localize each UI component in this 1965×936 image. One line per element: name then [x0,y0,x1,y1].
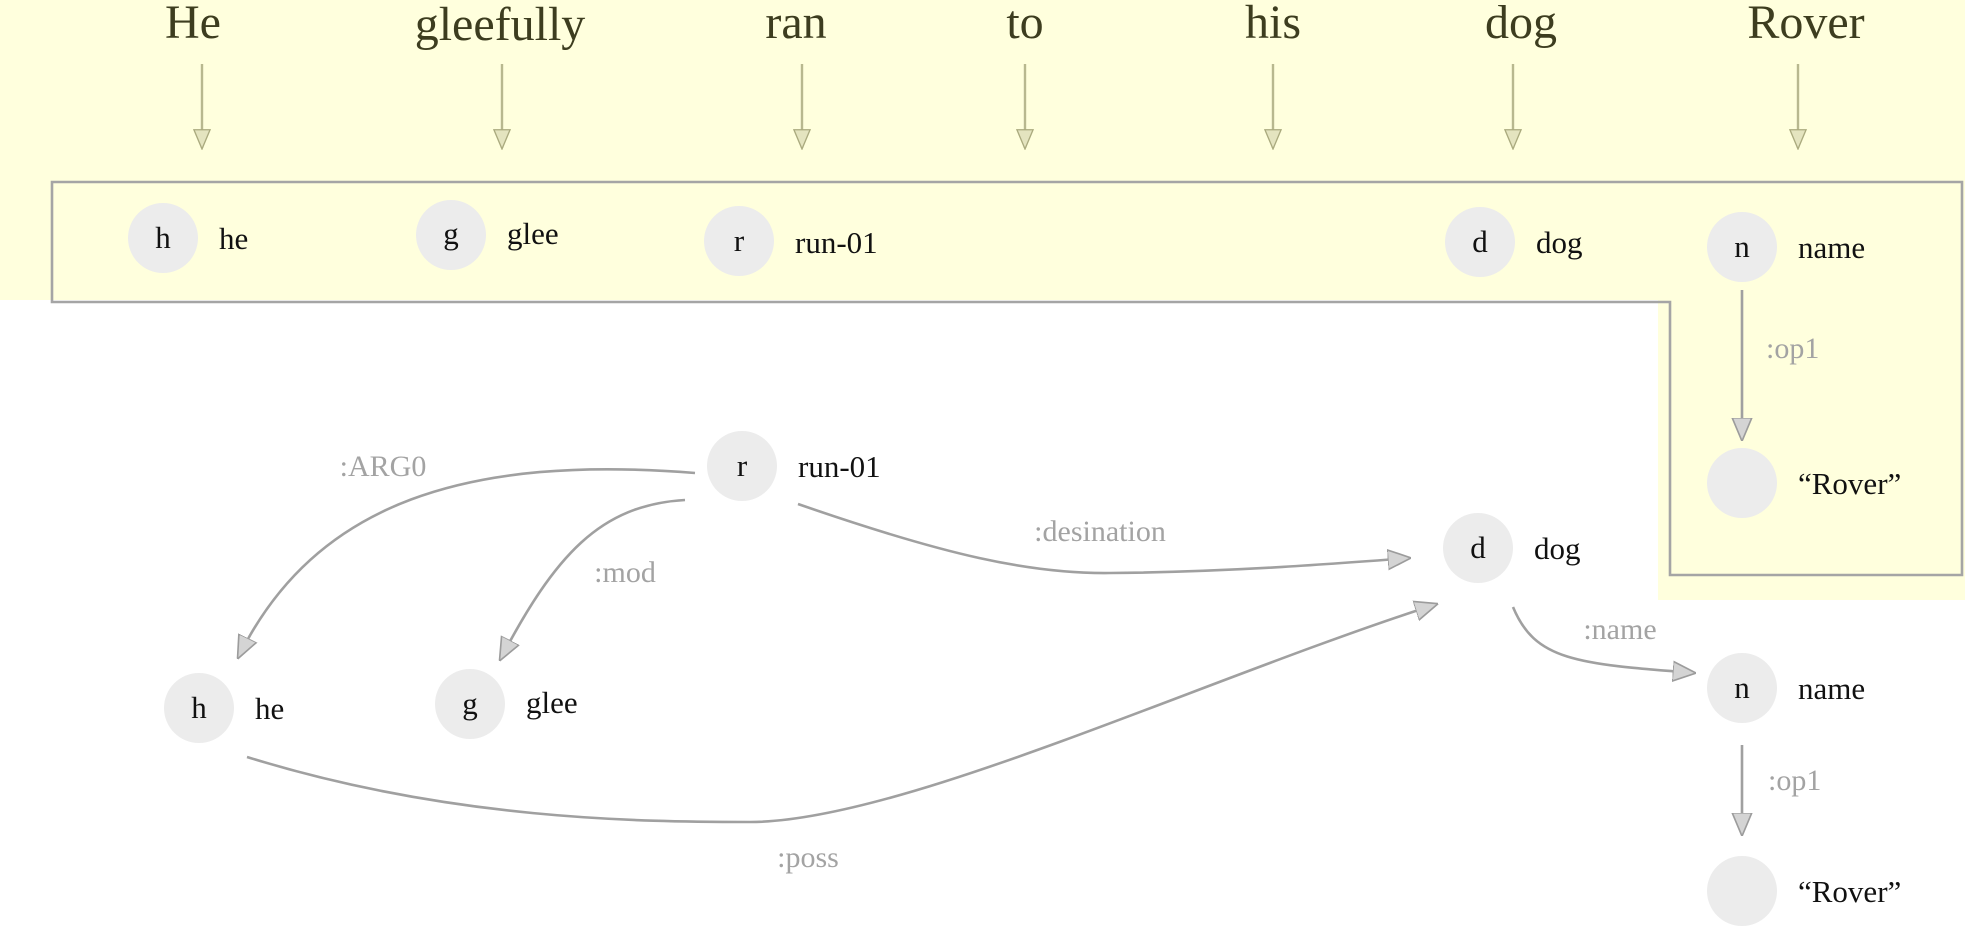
edge-mod [500,498,686,660]
node-circle [416,200,486,270]
node-variable: h [191,690,207,725]
node-concept: glee [526,685,578,720]
node-circle [435,669,505,739]
edge-label: :op1 [1766,332,1819,365]
node-concept: run-01 [798,449,881,484]
node-circle [1443,513,1513,583]
node-circle [704,206,774,276]
node-circle [1445,207,1515,277]
node-concept: glee [507,216,559,251]
alignment-box [50,180,1964,577]
node-concept: dog [1536,225,1583,260]
word: dog [1485,0,1557,49]
node-variable: r [737,448,748,483]
edge-name [1511,606,1695,673]
highlight-background [0,0,1965,600]
node-concept: dog [1534,531,1581,566]
graph-node-run-01: r run-01 [707,431,881,501]
node-variable: d [1472,224,1488,259]
word: He [165,0,221,49]
graph-node-rover: “Rover” [1707,856,1901,926]
node-variable: d [1470,530,1486,565]
alignment-arrows [202,64,1798,148]
node-variable: r [734,223,745,258]
node-variable: n [1734,229,1750,264]
edge-label: :poss [777,841,839,874]
aligned-node-glee: g glee [416,200,559,270]
edge-label: :name [1583,613,1656,646]
node-concept: “Rover” [1798,466,1901,501]
node-circle [128,203,198,273]
graph-node-name: n name [1707,653,1865,723]
node-variable: g [443,216,459,251]
edge-label: :mod [594,556,656,589]
word: ran [765,0,826,49]
aligned-node-name: n name [1707,212,1865,282]
node-concept: he [219,221,248,256]
aligned-node-rover: “Rover” [1707,448,1901,518]
graph-node-glee: g glee [435,669,578,739]
node-variable: n [1734,670,1750,705]
node-circle [1707,212,1777,282]
node-concept: name [1798,671,1865,706]
node-concept: he [255,691,284,726]
edge-desination [797,502,1410,575]
node-variable: g [462,686,478,721]
edge-arg0 [238,468,696,658]
word: to [1006,0,1043,49]
node-variable: h [155,220,171,255]
aligned-node-he: h he [128,203,248,273]
aligned-node-dog: d dog [1445,207,1583,277]
word: Rover [1747,0,1864,49]
node-circle [1707,856,1777,926]
node-circle [1707,653,1777,723]
node-concept: run-01 [795,225,878,260]
graph-node-dog: d dog [1443,513,1581,583]
node-circle [164,673,234,743]
aligned-node-run-01: r run-01 [704,206,878,276]
sentence-words: He gleefully ran to his dog Rover [165,0,1865,51]
word: gleefully [415,0,586,51]
node-concept: “Rover” [1798,874,1901,909]
graph-node-he: h he [164,673,284,743]
node-concept: name [1798,230,1865,265]
edge-label: :ARG0 [340,450,427,483]
word: his [1245,0,1301,49]
node-circle [1707,448,1777,518]
edge-poss [246,604,1437,824]
node-circle [707,431,777,501]
edge-label: :op1 [1768,764,1821,797]
edge-label: :desination [1034,515,1166,548]
